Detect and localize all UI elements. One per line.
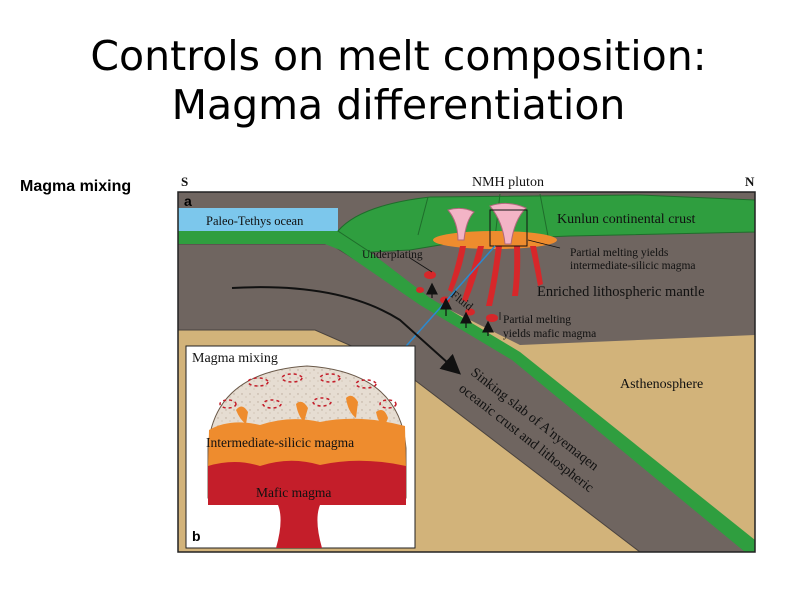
inset-mafic-label: Mafic magma — [256, 485, 331, 500]
pluton-label: NMH pluton — [472, 175, 544, 190]
magma-conduit — [276, 505, 322, 548]
ocean-label: Paleo-Tethys ocean — [206, 214, 304, 228]
compass-north: N — [745, 174, 755, 189]
underplating-label: Underplating — [362, 249, 423, 261]
partial-melting-label-2: intermediate-silicic magma — [570, 260, 696, 272]
compass-south: S — [181, 174, 188, 189]
magma-mixing-side-label: Magma mixing — [20, 178, 132, 195]
pluton-bodies — [447, 202, 527, 245]
inset-intermediate-label: Intermediate-silicic magma — [206, 435, 354, 450]
magma-columns — [416, 246, 543, 322]
mantle-label: Enriched lithospheric mantle — [537, 284, 705, 300]
inset-orange-blobs — [236, 395, 388, 428]
asthenosphere-label: Asthenosphere — [620, 377, 703, 392]
magma-mixing-inset: Magma mixing Intermediate-silicic magma … — [185, 345, 416, 549]
diagram-frame — [177, 191, 756, 553]
crust-label: Kunlun continental crust — [557, 212, 696, 227]
fluid-arrows — [426, 282, 494, 336]
slide-title: Controls on melt composition: Magma diff… — [0, 32, 797, 130]
partial-melting-label-1: Partial melting yields — [570, 247, 669, 259]
inset-red-layer — [208, 460, 406, 505]
title-line-1: Controls on melt composition: — [90, 32, 707, 80]
study-area-box — [489, 209, 528, 247]
inset-title: Magma mixing — [192, 351, 278, 366]
inset-mixing-packets — [219, 373, 397, 409]
mafic-melting-label-1: Partial melting — [503, 314, 571, 326]
inset-orange-layer — [208, 418, 406, 470]
subduction-arrow — [231, 286, 461, 375]
mafic-melting-label-2: yields mafic magma — [503, 328, 596, 340]
ocean-layer — [178, 208, 338, 231]
panel-a-label: a — [184, 193, 192, 209]
panel-b-label: b — [192, 528, 201, 544]
title-line-2: Magma differentiation — [171, 81, 626, 129]
leader-lines — [409, 239, 561, 320]
